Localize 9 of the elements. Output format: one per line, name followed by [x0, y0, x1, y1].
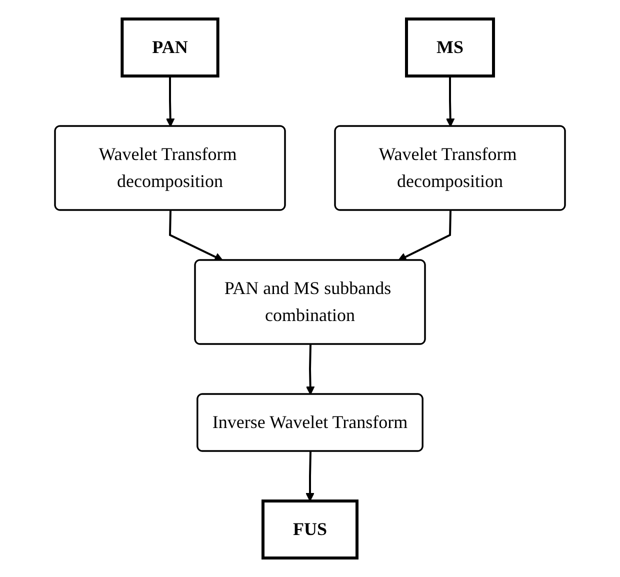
node-box: MS: [405, 18, 495, 78]
arrow: [446, 76, 455, 127]
node-box: PAN: [120, 18, 220, 78]
arrow: [306, 344, 315, 395]
arrow: [168, 210, 224, 262]
arrow: [166, 76, 175, 127]
arrow: [398, 210, 452, 261]
node-box: FUS: [262, 500, 358, 560]
arrow: [306, 451, 314, 502]
